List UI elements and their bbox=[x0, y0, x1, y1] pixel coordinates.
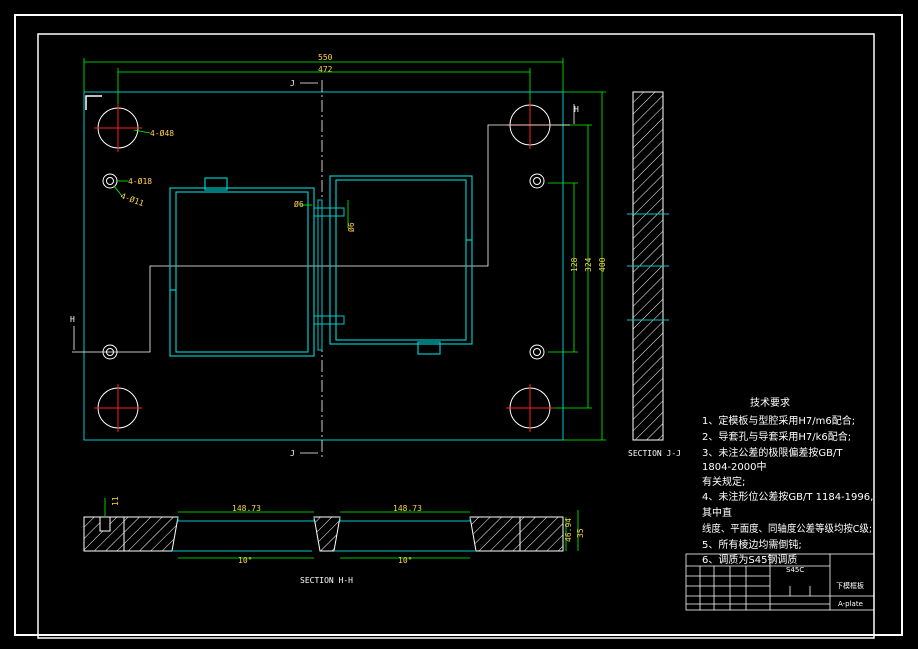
dim-472 bbox=[117, 68, 531, 110]
plate-outline bbox=[83, 91, 564, 441]
section-jj-view: SECTION J-J bbox=[627, 91, 681, 458]
note-line: 5、所有棱边均需倒钝; bbox=[702, 538, 802, 551]
screw-holes bbox=[102, 173, 545, 360]
pocket-right-text: 148.73 bbox=[393, 504, 422, 513]
dim-324-text: 324 bbox=[584, 257, 593, 272]
sheet-border-inner bbox=[37, 33, 875, 639]
section-line-hh bbox=[72, 124, 570, 353]
plan-view: 550 472 128 324 400 bbox=[70, 53, 607, 460]
center-pins bbox=[313, 199, 345, 351]
pocket-left-text: 148.73 bbox=[232, 504, 261, 513]
section-hh-title: SECTION H-H bbox=[300, 576, 353, 585]
dim-400-text: 400 bbox=[598, 257, 607, 272]
section-mark-h-left: H bbox=[70, 315, 75, 324]
depth-11-text: 11 bbox=[111, 496, 120, 506]
note-line: 2、导套孔与导套采用H7/k6配合; bbox=[702, 430, 851, 443]
note-line: 1、定模板与型腔采用H7/m6配合; bbox=[702, 414, 855, 427]
dim-128-text: 128 bbox=[570, 257, 579, 272]
angle-left-text: 10° bbox=[238, 556, 252, 565]
dim-550 bbox=[83, 58, 564, 92]
dim-550-text: 550 bbox=[318, 53, 333, 62]
left-cavity bbox=[169, 177, 315, 357]
note-line: 1804-2000中 bbox=[702, 460, 767, 473]
thk-35-text: 35 bbox=[576, 528, 585, 538]
thk-4694-text: 46.94 bbox=[564, 518, 573, 542]
title-material: S45C bbox=[786, 566, 804, 574]
section-hh-view: 148.73 148.73 10° 10° 11 35 46.94 SECTIO… bbox=[83, 496, 585, 585]
guide-holes bbox=[94, 101, 554, 432]
note-line: 有关规定; bbox=[702, 475, 745, 488]
note-line: 线度、平面度、同轴度公差等级均按C级; bbox=[702, 522, 872, 535]
section-mark-j-bottom: J bbox=[290, 449, 295, 458]
hole-11-text: 4-Ø11 bbox=[119, 190, 145, 208]
section-mark-j-top: J bbox=[290, 79, 295, 88]
leader-48 bbox=[133, 129, 151, 134]
title-block bbox=[685, 553, 875, 611]
pin-6a-text: Ø6 bbox=[294, 199, 304, 209]
title-part-code: A-plate bbox=[838, 600, 863, 608]
section-jj-title: SECTION J-J bbox=[628, 449, 681, 458]
note-line: 4、未注形位公差按GB/T 1184-1996, bbox=[702, 490, 873, 503]
section-line-jj bbox=[300, 80, 323, 460]
dim-472-text: 472 bbox=[318, 65, 333, 74]
technical-notes: 技术要求 1、定模板与型腔采用H7/m6配合; 2、导套孔与导套采用H7/k6配… bbox=[702, 396, 873, 566]
sheet-border-outer bbox=[14, 14, 903, 636]
note-line: 3、未注公差的极限偏差按GB/T bbox=[702, 446, 843, 459]
note-line: 其中直 bbox=[702, 506, 732, 519]
pin-6b-text: Ø6 bbox=[346, 222, 356, 232]
right-cavity bbox=[329, 175, 473, 355]
section-mark-h-right: H bbox=[574, 105, 579, 114]
angle-right-text: 10° bbox=[398, 556, 412, 565]
corner-marker bbox=[85, 95, 102, 110]
leader-11 bbox=[113, 185, 123, 197]
note-line: 6、调质为S45钢调质 bbox=[702, 553, 797, 566]
hole-18-text: 4-Ø18 bbox=[128, 176, 152, 186]
title-part-name: 下模框板 bbox=[836, 581, 864, 590]
notes-title: 技术要求 bbox=[750, 396, 790, 409]
hole-48-text: 4-Ø48 bbox=[150, 128, 174, 138]
